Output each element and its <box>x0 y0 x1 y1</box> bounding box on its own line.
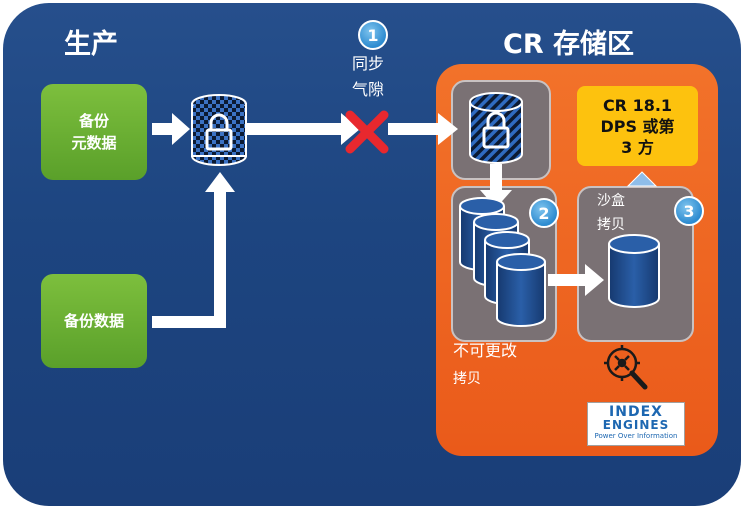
production-title: 生产 <box>64 29 118 60</box>
dps-pointer <box>626 171 658 187</box>
arrow-data-to-lock <box>152 172 235 328</box>
cr-vault-title: CR 存储区 <box>503 29 635 60</box>
air-gap-label: 气隙 <box>352 80 385 99</box>
forensic-magnifier-icon <box>604 345 648 390</box>
immutable-copy-label: 拷贝 <box>453 371 481 387</box>
logo-tagline: Power Over Information <box>594 432 678 440</box>
step-2-badge: 2 <box>529 198 559 228</box>
step-3-badge: 3 <box>674 196 704 226</box>
backup-data-label: 备份数据 <box>63 312 124 330</box>
dps-box: CR 18.1 DPS 或第 3 方 <box>577 86 698 166</box>
step-1-badge: 1 <box>358 20 388 50</box>
backup-metadata-label: 备份 元数据 <box>71 112 117 152</box>
arrow-metadata-to-lock <box>152 113 190 145</box>
logo-engines: ENGINES <box>602 418 670 432</box>
dps-line2: DPS 或第 <box>600 116 675 136</box>
cylinder-icon <box>496 253 546 327</box>
index-engines-logo: INDEX ENGINES Power Over Information <box>587 402 685 446</box>
arrow-to-air-gap <box>247 113 360 145</box>
vault-lock-icon <box>469 92 523 164</box>
backup-data-box: 备份数据 <box>41 274 147 368</box>
sandbox-copy-label: 拷贝 <box>597 217 625 233</box>
sync-label: 同步 <box>352 54 385 73</box>
air-gap-cross-icon <box>345 110 389 154</box>
dps-line1: CR 18.1 <box>602 95 673 115</box>
logo-index: INDEX <box>609 404 663 420</box>
immutable-cylinders <box>459 197 546 327</box>
arrow-to-vault <box>388 113 458 145</box>
arrow-immutable-to-sandbox <box>548 264 604 296</box>
production-lock-icon <box>191 94 247 166</box>
immutable-label: 不可更改 <box>453 341 518 360</box>
sandbox-cylinder-icon <box>608 234 660 308</box>
dps-line3: 3 方 <box>621 137 654 157</box>
backup-metadata-box: 备份 元数据 <box>41 84 147 180</box>
sandbox-label: 沙盒 <box>597 193 625 209</box>
